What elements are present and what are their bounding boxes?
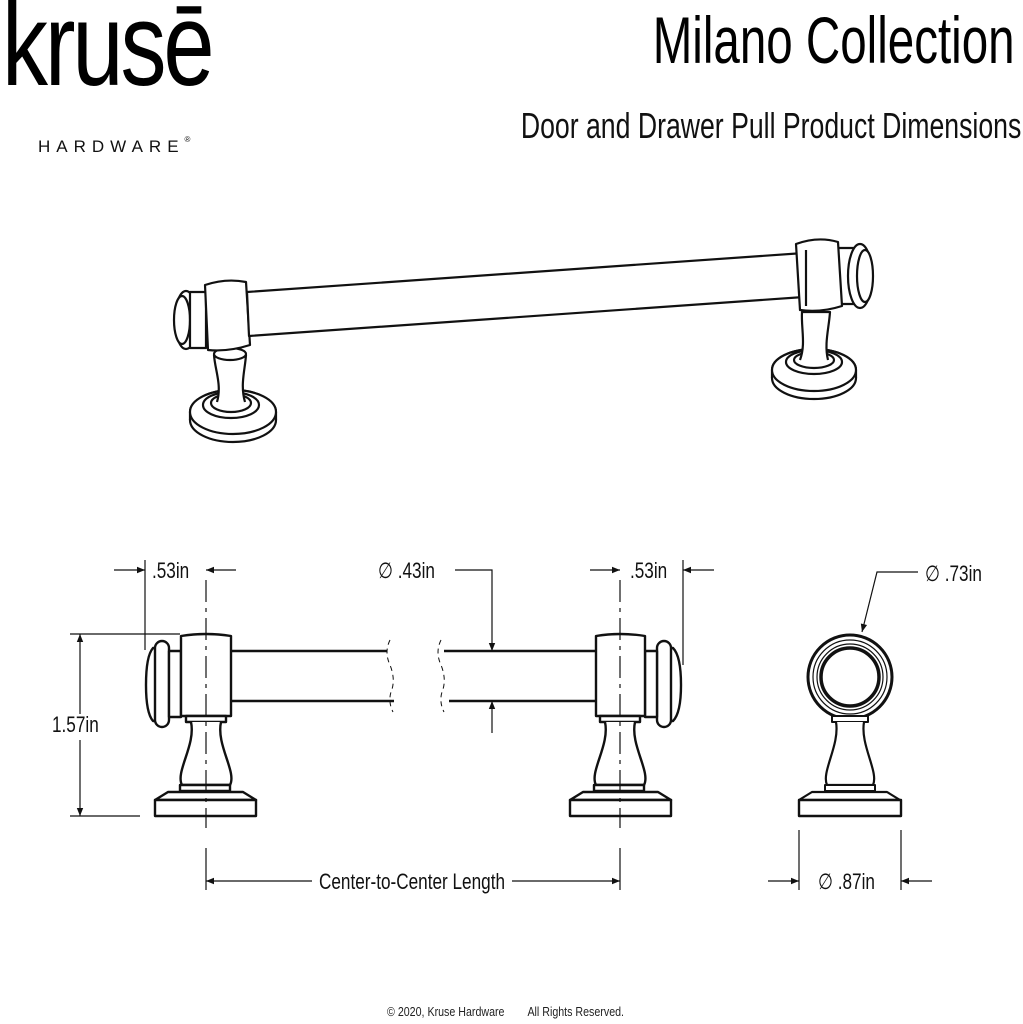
page-title: Milano Collection [653,3,1015,77]
rights-text: All Rights Reserved. [527,1004,625,1019]
iso-left-post [203,279,252,352]
page-subtitle: Door and Drawer Pull Product Dimensions [520,105,1021,146]
dimension-lines [70,560,932,890]
iso-bar [245,251,806,338]
dim-overall-height: 1.57in [52,712,99,737]
front-right-fitting [568,632,683,818]
front-elevation-view [144,632,683,818]
logo-hardware-text: HARDWARE [38,137,185,156]
iso-right-base [770,310,858,401]
dim-center-to-center: Center-to-Center Length [319,869,506,894]
dim-base-diameter: ∅ .87in [818,869,875,894]
logo-wordmark: krusē [2,0,215,111]
logo-subtitle: HARDWARE® [38,135,191,157]
dim-right-post-width: .53in [630,558,668,583]
registered-mark: ® [184,135,191,144]
copyright-text: © 2020, Kruse Hardware [387,1004,505,1019]
dim-left-post-width: .53in [152,558,190,583]
iso-left-end-cap [172,289,208,351]
iso-right-end-cap [836,242,875,310]
front-left-fitting [144,632,258,818]
iso-left-base [188,346,278,444]
centerlines [205,580,621,828]
isometric-view [172,238,875,444]
dim-bar-diameter: ∅ .43in [378,558,435,583]
iso-right-post [794,238,844,312]
kruse-logo: krusē HARDWARE® [0,0,230,170]
footer: © 2020, Kruse Hardware All Rights Reserve… [387,1004,624,1019]
dim-end-cap-diameter: ∅ .73in [925,561,982,586]
side-end-view [797,633,903,818]
